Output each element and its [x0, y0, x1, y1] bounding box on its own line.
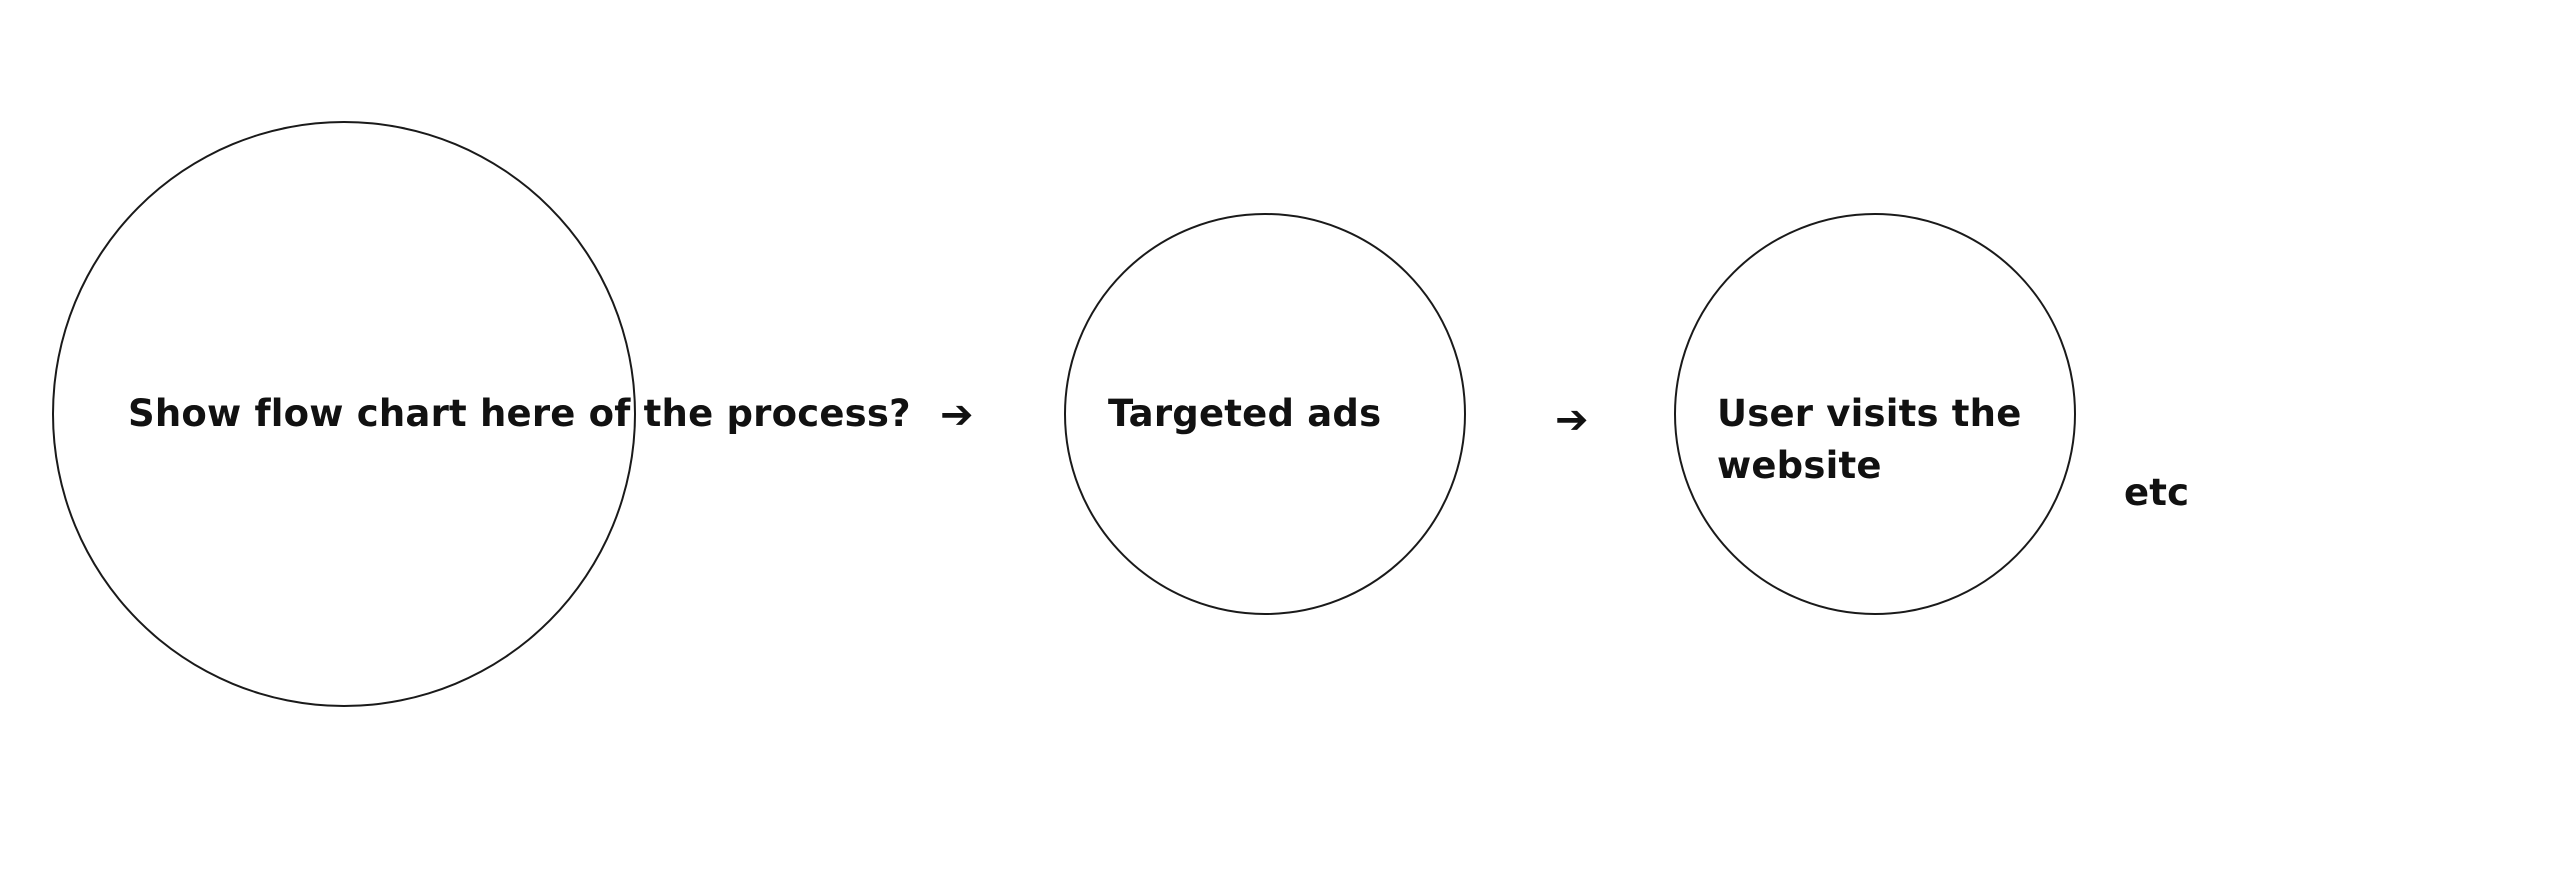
flow-trailing-etc-label: etc	[2124, 471, 2190, 514]
arrow-right-icon: ➔	[940, 392, 974, 438]
flow-step-1-label: Show flow chart here of the process?	[128, 392, 911, 435]
flow-step-3-circle	[1674, 213, 2076, 615]
flow-step-2-circle	[1064, 213, 1466, 615]
arrow-right-icon: ➔	[1555, 397, 1589, 443]
flow-step-3-label: User visits the website	[1717, 392, 2022, 487]
flow-step-2-label: Targeted ads	[1108, 392, 1382, 435]
flow-step-1-circle	[52, 121, 636, 707]
